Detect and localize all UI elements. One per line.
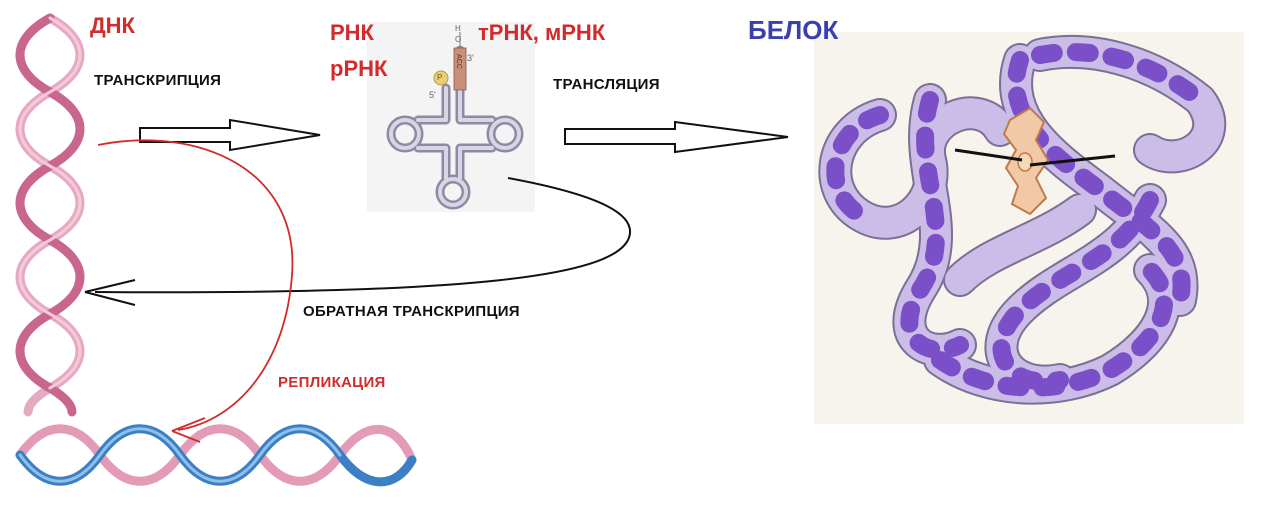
- rna-label: РНК: [330, 20, 374, 45]
- trna-mrna-label: тРНК, мРНК: [478, 20, 606, 45]
- trna-3prime-mark: 3': [467, 53, 474, 63]
- rrna-label: рРНК: [330, 56, 388, 81]
- reverse-transcription-arrow: [94, 177, 631, 294]
- replication-arrow: [97, 139, 294, 431]
- translation-arrow: [564, 120, 789, 154]
- dna-label: ДНК: [90, 13, 135, 38]
- protein-label: БЕЛОК: [748, 15, 839, 45]
- trna-phosphate-mark: P: [437, 73, 443, 82]
- reverse-transcription-label: ОБРАТНАЯ ТРАНСКРИПЦИЯ: [303, 303, 520, 320]
- trna-bases-mark: ACC: [455, 54, 462, 69]
- translation-label: ТРАНСЛЯЦИЯ: [553, 76, 660, 93]
- transcription-label: ТРАНСКРИПЦИЯ: [94, 72, 222, 89]
- trna-o-mark: O: [455, 35, 462, 44]
- replication-label: РЕПЛИКАЦИЯ: [278, 374, 386, 391]
- transcription-arrow: [139, 118, 321, 152]
- trna-5prime-mark: 5': [429, 90, 436, 100]
- trna-h-mark: H: [455, 24, 461, 33]
